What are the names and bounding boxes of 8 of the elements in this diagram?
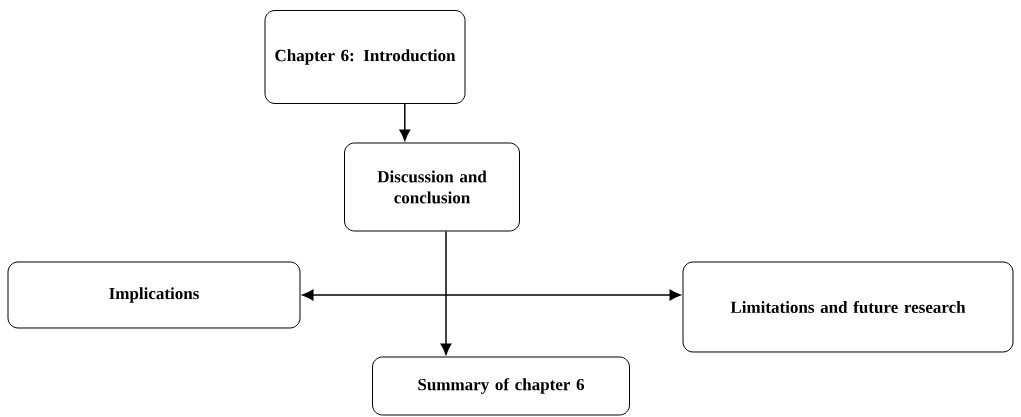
arrow — [302, 289, 681, 301]
process-box: Chapter 6: Introduction — [264, 10, 466, 104]
process-box: Discussion and conclusion — [344, 142, 520, 232]
process-box: Limitations and future research — [682, 261, 1014, 353]
arrow — [399, 103, 411, 141]
process-box: Summary of chapter 6 — [372, 356, 630, 416]
process-box: Implications — [7, 261, 301, 329]
arrow — [440, 230, 452, 355]
